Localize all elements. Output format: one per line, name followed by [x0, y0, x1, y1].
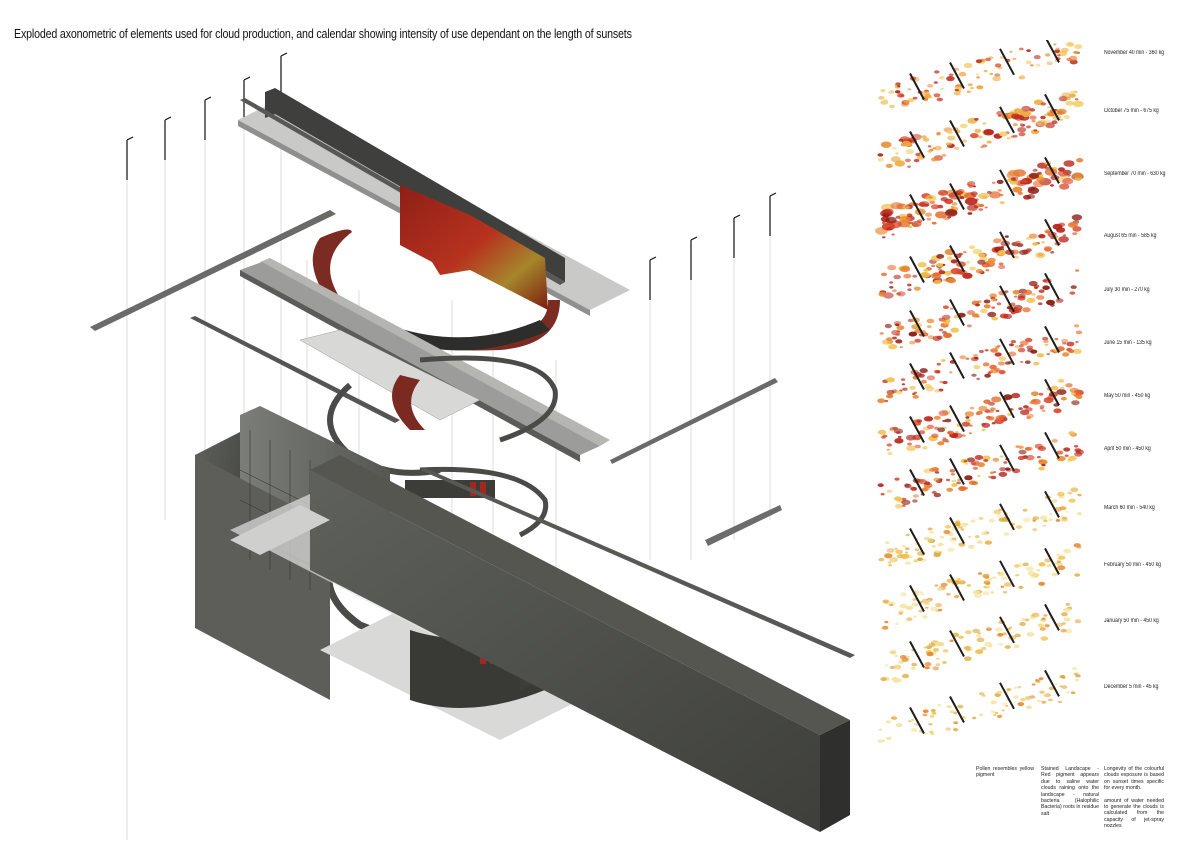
month-strip [880, 603, 1082, 683]
month-strip [877, 324, 1083, 404]
month-strip [877, 431, 1084, 509]
lamp-posts [126, 52, 777, 300]
month-label: April 50 min - 450 kg [1104, 446, 1151, 452]
month-strip [878, 214, 1083, 299]
note-water-text: amount of water needed to generate the c… [1104, 797, 1164, 830]
month-strip [877, 666, 1081, 743]
month-label: February 50 min - 450 kg [1104, 562, 1161, 568]
month-strip [881, 543, 1082, 630]
month-strip [878, 40, 1083, 109]
upper-curved-beam [312, 229, 560, 351]
sheet-title: Exploded axonometric of elements used fo… [14, 26, 632, 41]
roof-beam [90, 210, 336, 331]
month-strip [879, 269, 1080, 350]
exploded-axonometric [90, 52, 855, 840]
month-label: July 30 min - 270 kg [1104, 287, 1150, 293]
month-label: October 75 min - 675 kg [1104, 108, 1159, 114]
month-strip [877, 378, 1084, 456]
month-strip [877, 90, 1084, 168]
month-label: May 50 min - 450 kg [1104, 393, 1151, 399]
gallery-slab [260, 258, 610, 446]
month-label: June 15 min - 135 kg [1104, 340, 1152, 346]
month-strip [875, 156, 1084, 239]
month-label: September 70 min - 630 kg [1104, 171, 1166, 177]
month-label: January 50 min - 450 kg [1104, 618, 1159, 624]
sunset-calendar [875, 40, 1084, 743]
month-strip [878, 487, 1082, 567]
month-label: August 65 min - 585 kg [1104, 233, 1157, 239]
note-yellow-pigment: Pollen resembles yellow pigment [976, 766, 1034, 779]
canal-channel [310, 455, 850, 735]
month-label: December 5 min - 45 kg [1104, 684, 1159, 690]
note-longevity: Longevity of the colourful clouds exposu… [1104, 766, 1164, 830]
month-label: March 60 min - 540 kg [1104, 505, 1155, 511]
side-wall [705, 505, 782, 546]
note-red-pigment: Stained Landscape - Red pigment appears … [1041, 766, 1099, 817]
month-label: November 40 min - 360 kg [1104, 50, 1165, 56]
rusted-panel [400, 185, 548, 310]
note-longevity-text: Longevity of the colourful clouds exposu… [1104, 766, 1164, 792]
